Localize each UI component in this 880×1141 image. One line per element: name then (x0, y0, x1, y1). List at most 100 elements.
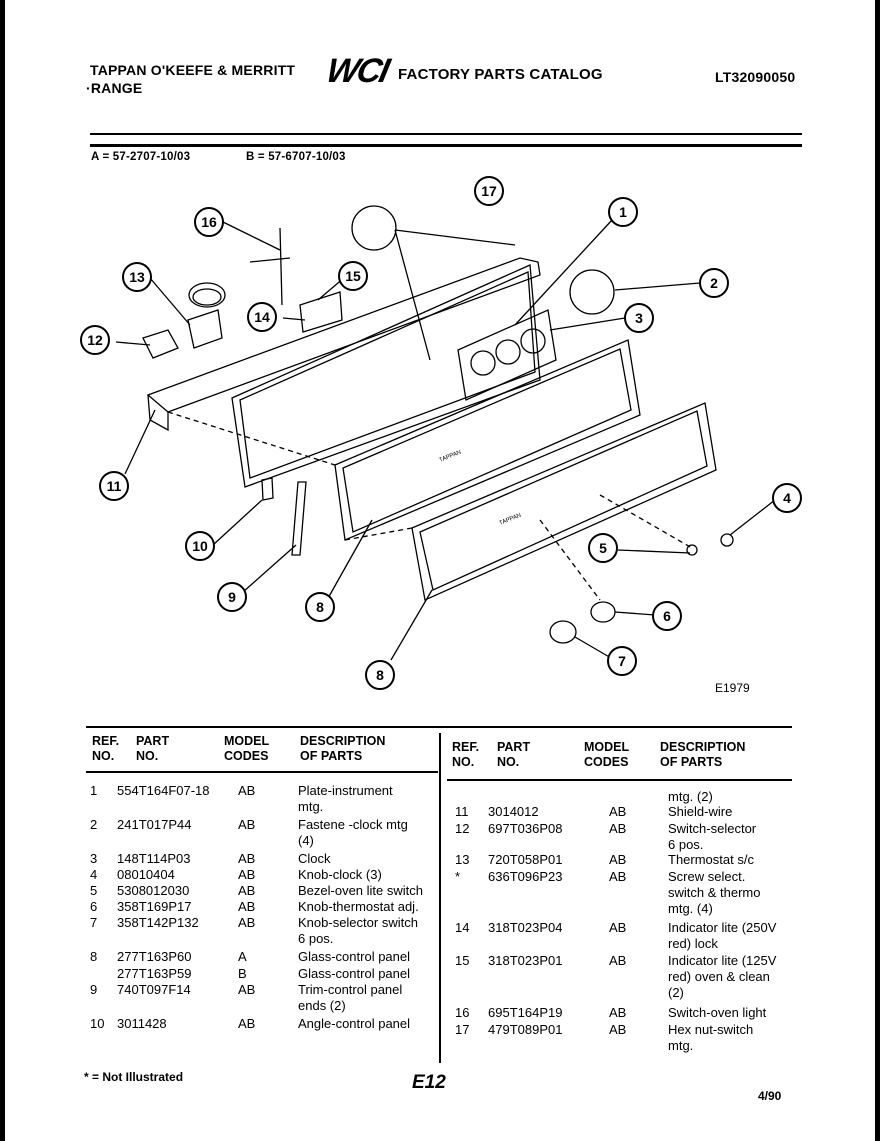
ref-number: 17 (455, 1022, 470, 1037)
svg-text:14: 14 (254, 309, 270, 325)
part-description: mtg. (4) (668, 901, 713, 916)
callout-8-upper: 8 (305, 592, 335, 622)
part-description: Angle-control panel (298, 1016, 411, 1031)
trim-control-panel-shape (291, 481, 307, 556)
not-illustrated-note: * = Not Illustrated (84, 1070, 184, 1084)
model-code: AB (238, 1016, 256, 1031)
column-header-model: CODES (224, 749, 269, 763)
header-rule-1 (90, 133, 802, 135)
callout-8-lower: 8 (365, 660, 395, 690)
part-number: 554T164F07-18 (117, 783, 210, 798)
panel-brand-label-upper: TAPPAN (439, 450, 463, 464)
part-description: red) oven & clean (668, 969, 770, 984)
figure-code: E1979 (715, 681, 750, 695)
ref-number: 12 (455, 821, 470, 836)
svg-text:15: 15 (345, 268, 361, 284)
part-description: mtg. (298, 799, 324, 814)
ref-number: 3 (90, 851, 98, 866)
column-header-model: CODES (584, 755, 629, 769)
svg-text:7: 7 (618, 653, 626, 669)
product-name: ·RANGE (86, 80, 143, 96)
callout-17: 17 (474, 176, 504, 206)
part-description: mtg. (668, 1038, 694, 1053)
part-description: Trim-control panel (298, 982, 403, 997)
model-code: AB (609, 1022, 627, 1037)
ref-number: 16 (455, 1005, 470, 1020)
part-description: Knob-selector switch (298, 915, 418, 930)
svg-text:13: 13 (129, 269, 145, 285)
ref-number: 1 (90, 783, 98, 798)
part-description: switch & thermo (668, 885, 761, 900)
catalog-number: LT32090050 (715, 69, 796, 85)
column-header-model: MODEL (224, 734, 270, 748)
part-number: 277T163P59 (117, 966, 192, 981)
angle-control-panel-shape (146, 257, 541, 413)
ref-number: 2 (90, 817, 98, 832)
lower-glass-panel-shape (411, 402, 717, 601)
model-code: AB (609, 869, 627, 884)
model-code: AB (238, 817, 256, 832)
svg-text:9: 9 (228, 589, 236, 605)
table-header-rule-left (86, 771, 438, 773)
part-number: 3014012 (488, 804, 539, 819)
model-code: AB (238, 883, 256, 898)
part-description: Thermostat s/c (668, 852, 754, 867)
clock-shape (457, 309, 557, 401)
part-description: Plate-instrument (298, 783, 393, 798)
callout-3: 3 (624, 303, 654, 333)
table-top-rule (86, 726, 792, 728)
svg-text:2: 2 (710, 275, 718, 291)
page-border-left (0, 0, 5, 1141)
part-number: 318T023P04 (488, 920, 563, 935)
panel-brand-label-lower: TAPPAN (499, 513, 523, 527)
part-number: 241T017P44 (117, 817, 192, 832)
part-description: (4) (298, 833, 314, 848)
manufacturer-name: TAPPAN O'KEEFE & MERRITT (90, 62, 296, 78)
part-description: Screw select. (668, 869, 746, 884)
part-description: Indicator lite (250V (668, 920, 777, 935)
model-code: AB (238, 982, 256, 997)
column-header-part: NO. (497, 755, 520, 769)
ref-number: 5 (90, 883, 98, 898)
part-description: red) lock (668, 936, 718, 951)
selector-switch-shape (142, 329, 179, 359)
ref-number: 9 (90, 982, 98, 997)
model-code: AB (238, 867, 256, 882)
part-description: Switch-selector (668, 821, 757, 836)
callout-13: 13 (122, 262, 152, 292)
model-a: A = 57-2707-10/03 (91, 151, 191, 163)
model-code: AB (238, 899, 256, 914)
column-header-desc: DESCRIPTION (660, 740, 746, 754)
callout-1: 1 (608, 197, 638, 227)
model-code: AB (238, 783, 256, 798)
svg-text:1: 1 (619, 204, 627, 220)
part-description: (2) (668, 985, 684, 1000)
page-border-right (875, 0, 880, 1141)
callout-11: 11 (99, 471, 129, 501)
ref-number: 13 (455, 852, 470, 867)
ref-number: 6 (90, 899, 98, 914)
model-b: B = 57-6707-10/03 (246, 151, 346, 163)
part-number: 720T058P01 (488, 852, 563, 867)
upper-glass-panel-shape (334, 339, 641, 541)
callout-2: 2 (699, 268, 729, 298)
ref-number: 10 (90, 1016, 105, 1031)
ref-number: 15 (455, 953, 470, 968)
ref-number: * (455, 869, 461, 884)
ref-number: 14 (455, 920, 470, 935)
svg-text:12: 12 (87, 332, 103, 348)
part-description: Hex nut-switch (668, 1022, 754, 1037)
part-number: 358T142P132 (117, 915, 199, 930)
callout-6: 6 (652, 601, 682, 631)
svg-text:5: 5 (599, 540, 607, 556)
column-header-desc: DESCRIPTION (300, 734, 386, 748)
model-code: A (238, 949, 247, 964)
part-description: ends (2) (298, 998, 346, 1013)
model-code: AB (238, 851, 256, 866)
part-number: 358T169P17 (117, 899, 192, 914)
ref-number: 4 (90, 867, 98, 882)
part-description: mtg. (2) (668, 789, 713, 804)
catalog-title: FACTORY PARTS CATALOG (398, 66, 603, 83)
column-header-ref: NO. (452, 755, 475, 769)
part-description: Switch-oven light (668, 1005, 767, 1020)
